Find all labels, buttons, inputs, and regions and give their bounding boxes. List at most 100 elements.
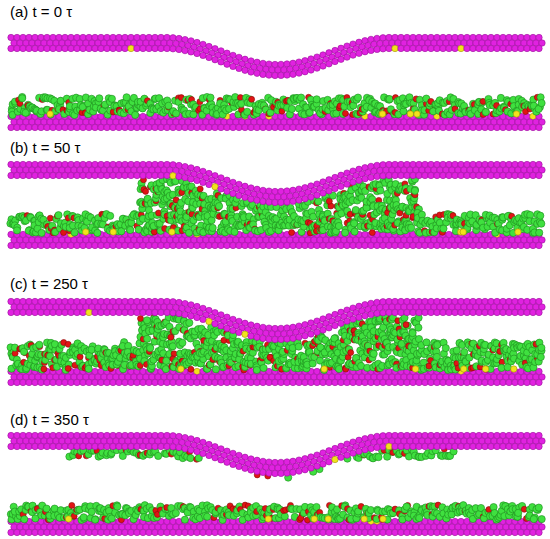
wall-atom xyxy=(398,45,404,51)
polymer-bead xyxy=(377,187,384,194)
wall-atom xyxy=(482,242,488,248)
polymer-bead xyxy=(408,224,415,231)
polymer-bead xyxy=(352,206,359,213)
wall-atom xyxy=(356,242,362,248)
wall-atom xyxy=(134,124,140,130)
wall-atom xyxy=(302,124,308,130)
wall-atom xyxy=(68,45,74,51)
wall-atom xyxy=(494,242,500,248)
wall-atom xyxy=(92,45,98,51)
wall-atom xyxy=(230,242,236,248)
wall-atom xyxy=(380,242,386,248)
wall-atom xyxy=(512,242,518,248)
wall-atom xyxy=(152,242,158,248)
wall-atom xyxy=(212,57,218,63)
wall-atom xyxy=(344,54,350,60)
wall-atom xyxy=(332,124,338,130)
tracer-atom xyxy=(414,111,420,117)
polymer-end-bead xyxy=(143,188,149,194)
wall-atom xyxy=(392,242,398,248)
polymer-end-bead xyxy=(342,110,348,116)
wall-atom xyxy=(20,124,26,130)
wall-atom xyxy=(470,242,476,248)
polymer-bead xyxy=(354,94,361,101)
wall-atom xyxy=(320,63,326,69)
wall-atom xyxy=(452,124,458,130)
polymer-bead xyxy=(123,94,130,101)
wall-atom xyxy=(74,242,80,248)
wall-atom xyxy=(152,124,158,130)
upper-wall xyxy=(8,34,545,78)
wall-atom xyxy=(266,72,272,78)
wall-atom xyxy=(332,58,338,64)
wall-atom xyxy=(530,45,536,51)
wall-atom xyxy=(32,124,38,130)
wall-atom xyxy=(446,124,452,130)
wall-atom xyxy=(512,124,518,130)
wall-atom xyxy=(212,242,218,248)
wall-atom xyxy=(32,242,38,248)
wall-atom xyxy=(338,56,344,62)
wall-atom xyxy=(44,45,50,51)
wall-atom xyxy=(440,124,446,130)
wall-atom xyxy=(434,124,440,130)
wall-atom xyxy=(26,242,32,248)
wall-atom xyxy=(368,47,374,53)
wall-atom xyxy=(470,45,476,51)
wall-atom xyxy=(512,45,518,51)
wall-atom xyxy=(170,46,176,52)
wall-atom xyxy=(278,72,284,78)
wall-atom xyxy=(128,242,134,248)
wall-atom xyxy=(134,45,140,51)
wall-atom xyxy=(110,242,116,248)
wall-atom xyxy=(236,124,242,130)
wall-atom xyxy=(260,242,266,248)
wall-atom xyxy=(308,124,314,130)
wall-atom xyxy=(128,124,134,130)
wall-atom xyxy=(122,124,128,130)
wall-atom xyxy=(428,45,434,51)
wall-atom xyxy=(176,46,182,52)
wall-atom xyxy=(368,124,374,130)
wall-atom xyxy=(266,242,272,248)
wall-atom xyxy=(218,124,224,130)
wall-atom xyxy=(350,52,356,58)
polymer-bead xyxy=(55,212,62,219)
wall-atom xyxy=(452,242,458,248)
polymer-bead xyxy=(315,198,322,205)
wall-atom xyxy=(14,45,20,51)
wall-atom xyxy=(500,124,506,130)
wall-atom xyxy=(50,45,56,51)
polymer-bead xyxy=(351,228,358,235)
wall-atom xyxy=(86,45,92,51)
wall-atom xyxy=(170,124,176,130)
wall-atom xyxy=(386,242,392,248)
wall-atom xyxy=(332,242,338,248)
wall-atom xyxy=(344,124,350,130)
wall-atom xyxy=(518,45,524,51)
wall-atom xyxy=(86,124,92,130)
wall-atom xyxy=(98,45,104,51)
wall-atom xyxy=(440,242,446,248)
wall-atom xyxy=(272,242,278,248)
wall-atom xyxy=(440,45,446,51)
wall-atom xyxy=(80,242,86,248)
wall-atom xyxy=(290,124,296,130)
wall-atom xyxy=(524,45,530,51)
polymer-bead xyxy=(132,111,139,118)
wall-atom xyxy=(140,45,146,51)
wall-atom xyxy=(308,242,314,248)
wall-atom xyxy=(8,242,14,248)
wall-atom xyxy=(308,67,314,73)
polymer-end-bead xyxy=(397,210,403,216)
polymer-bead xyxy=(313,96,320,103)
wall-atom xyxy=(254,124,260,130)
wall-atom xyxy=(464,124,470,130)
wall-atom xyxy=(470,124,476,130)
wall-atom xyxy=(518,124,524,130)
wall-atom xyxy=(380,124,386,130)
tracer-atom xyxy=(407,111,413,117)
wall-atom xyxy=(398,242,404,248)
wall-atom xyxy=(446,242,452,248)
wall-atom xyxy=(158,124,164,130)
